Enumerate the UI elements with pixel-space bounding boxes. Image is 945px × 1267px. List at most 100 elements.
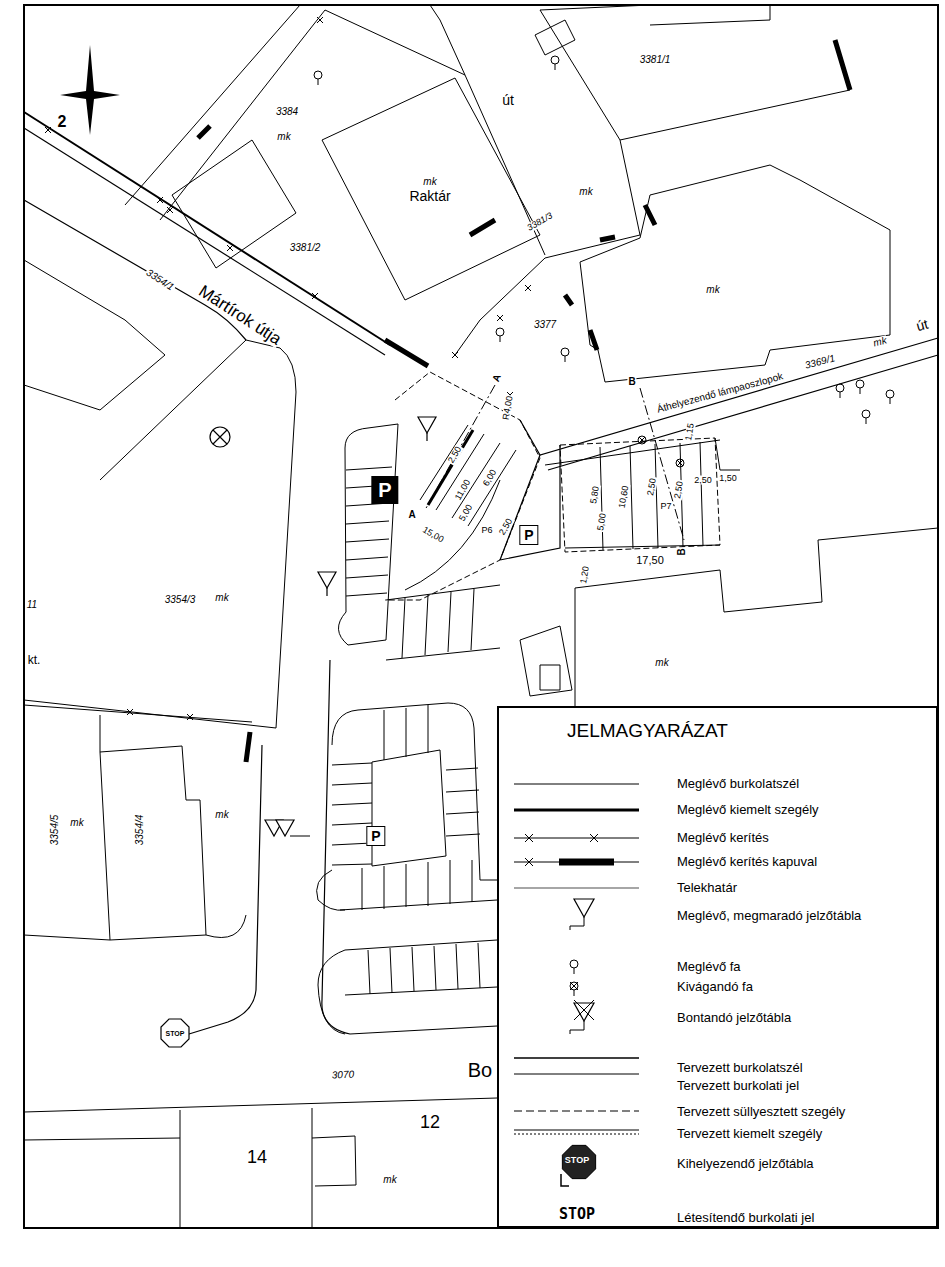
road-marking-text: STOP xyxy=(558,1207,596,1222)
road-edge xyxy=(520,338,938,470)
sign-symbol xyxy=(418,417,436,433)
parcel-label: mk xyxy=(69,818,84,828)
legend-text: Telekhatár xyxy=(677,880,737,896)
planned-sunken-curb xyxy=(385,372,540,600)
legend-line xyxy=(514,1134,639,1135)
parcel-line xyxy=(125,5,850,355)
legend-text: Tervezett kiemelt szegély xyxy=(677,1126,822,1142)
parcel-label: 3377 xyxy=(533,320,557,330)
parking-layout xyxy=(428,430,473,505)
parcel-label: 3384 xyxy=(275,107,299,117)
tree-symbol xyxy=(314,71,322,79)
dimension-label: R4,00 xyxy=(501,394,514,421)
dimension-label: 1,15 xyxy=(684,422,696,443)
parcel-label: 3381/2 xyxy=(289,243,322,253)
parking-sign: P xyxy=(366,826,385,846)
parcel-label: 3381/1 xyxy=(639,55,672,65)
legend-text: Meglévő kerítés xyxy=(677,830,769,846)
dimension-label: 5,00 xyxy=(596,512,608,533)
sign-pole xyxy=(561,1174,569,1186)
parcel-label: mk xyxy=(276,132,291,142)
tree-symbol xyxy=(318,64,890,424)
tree-stem xyxy=(574,990,575,996)
legend-text: Létesítendő burkolati jel xyxy=(677,1210,814,1226)
map-label: 12 xyxy=(419,1113,441,1131)
planned-sunken-curb xyxy=(560,438,720,552)
stop-sign xyxy=(562,1145,595,1178)
parcel-line xyxy=(24,260,165,410)
dimension-label: 2,50 xyxy=(693,476,713,485)
parking-layout xyxy=(317,870,345,910)
parking-layout xyxy=(386,585,500,660)
fence-gate xyxy=(198,40,850,762)
stop-sign-text: STOP xyxy=(165,1030,186,1037)
cross-mark xyxy=(570,982,578,990)
parking-sign: P xyxy=(519,525,538,545)
sign-symbol xyxy=(210,427,230,447)
legend-text: Meglévő, megmaradó jelzőtábla xyxy=(677,908,861,924)
road-edge xyxy=(322,660,497,1034)
fence xyxy=(24,112,390,345)
tree-symbol xyxy=(639,437,683,466)
legend-text: Tervezett burkolatszél xyxy=(677,1060,803,1076)
section-line xyxy=(425,385,684,540)
section-line xyxy=(425,385,684,540)
sign-symbol xyxy=(318,572,336,588)
parking-layout xyxy=(372,750,446,866)
land-use-code: mk xyxy=(423,176,436,188)
legend-text: Meglévő fa xyxy=(677,959,741,975)
marker-letter: B xyxy=(677,547,687,556)
map-label: út xyxy=(501,93,515,107)
tree-symbol xyxy=(570,982,578,990)
parcel-label: 3354/4 xyxy=(135,814,145,847)
parcel-line xyxy=(24,705,252,722)
map-label: Áthelyezendő lámpaoszlopok xyxy=(655,371,785,415)
fence xyxy=(24,112,390,345)
building-name: Raktár xyxy=(409,188,450,205)
sign-symbol xyxy=(574,899,594,917)
north-arrow xyxy=(60,45,120,135)
parcel-label: mk xyxy=(654,658,669,668)
tree-symbol xyxy=(561,348,569,356)
legend-line xyxy=(514,1130,639,1131)
sign-pole xyxy=(570,1021,584,1034)
parcel-line xyxy=(24,715,246,940)
road-edge xyxy=(24,200,246,340)
legend-text: Meglévő kiemelt szegély xyxy=(677,802,819,818)
cross-mark xyxy=(574,1000,594,1020)
legend-line xyxy=(514,888,639,889)
legend-title: JELMAGYARÁZAT xyxy=(567,720,728,743)
tree-symbol xyxy=(886,390,894,398)
road-edge xyxy=(176,745,262,1038)
fence-gate xyxy=(198,40,850,762)
parking-layout xyxy=(338,424,398,645)
cross-mark xyxy=(525,858,533,866)
road-edge xyxy=(24,128,385,355)
dimension-label: 5,80 xyxy=(589,485,601,506)
cross-mark xyxy=(525,834,533,842)
legend-line xyxy=(514,809,639,812)
parking-layout xyxy=(345,940,497,995)
legend-text: Meglévő burkolatszél xyxy=(677,776,799,792)
parcel-label: 3354/3 xyxy=(164,595,197,605)
parcel-line xyxy=(172,140,296,268)
sign-pole xyxy=(570,917,584,930)
map-label: út xyxy=(914,316,931,333)
legend-text: Kihelyezendő jelzőtábla xyxy=(677,1156,814,1172)
parcel-line xyxy=(24,340,296,728)
parking-layout xyxy=(446,768,480,836)
map-label: Bo xyxy=(467,1060,493,1080)
parcel-label: mk xyxy=(578,187,593,197)
legend-text: Tervezett burkolati jel xyxy=(677,1078,799,1094)
legend-panel: JELMAGYARÁZAT Meglévő burkolatszélMeglévő… xyxy=(497,706,938,1228)
marker-letter: A xyxy=(407,510,416,520)
parcel-label: 3354/5 xyxy=(50,814,60,847)
sign-symbol xyxy=(574,1003,594,1021)
parking-layout xyxy=(420,425,516,526)
tree-symbol xyxy=(551,56,559,64)
sign-symbol xyxy=(276,820,294,836)
parcel-label: mk xyxy=(705,285,720,295)
cross-mark xyxy=(590,834,598,842)
legend-line xyxy=(514,1057,639,1059)
